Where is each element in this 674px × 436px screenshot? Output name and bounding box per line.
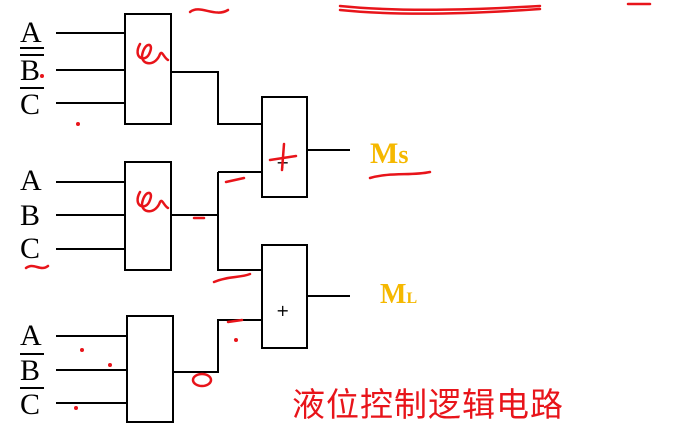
ink-dot-2 <box>76 122 80 126</box>
ink-and-symbol-1 <box>136 42 170 65</box>
output-ml-sub: L <box>406 290 417 307</box>
input-group-2: A B C <box>20 164 125 265</box>
ink-circle <box>191 372 213 388</box>
input-b-2: B <box>20 199 40 232</box>
or-symbol-ml: + <box>276 301 289 320</box>
ink-tick-2 <box>212 272 252 284</box>
diagram-caption: 液位控制逻辑电路 <box>292 385 564 424</box>
ink-dot-3 <box>80 348 84 352</box>
ink-dot-6 <box>234 338 238 342</box>
input-c-2: C <box>20 232 40 265</box>
input-group-1: A B C <box>20 16 125 121</box>
ink-underline-ms <box>368 170 432 180</box>
output-ms-sub: s <box>398 140 408 169</box>
ink-dot-4 <box>108 363 112 367</box>
input-c-bar-3: C <box>20 388 40 421</box>
ink-squiggle-c2 <box>24 264 50 270</box>
wire-g3-to-or2 <box>173 319 262 373</box>
ink-tick-3 <box>226 318 244 324</box>
output-label-ml: ML <box>380 279 417 310</box>
ink-dot-1 <box>40 74 44 78</box>
or-gate-ml <box>261 244 308 349</box>
input-group-3: A B C <box>20 319 127 421</box>
input-c-bar-1: C <box>20 88 40 121</box>
wire-g1-to-or1 <box>171 71 262 125</box>
inter-gate-wiring <box>171 71 262 373</box>
input-a-3: A <box>20 319 42 352</box>
and-gate-1 <box>124 13 172 125</box>
ink-tick-1 <box>224 176 246 184</box>
output-ml-main: M <box>380 279 406 310</box>
input-a-2: A <box>20 164 42 197</box>
output-ms-main: M <box>370 137 398 170</box>
and-gate-3 <box>126 315 174 423</box>
input-b-bar-1: B <box>20 54 40 87</box>
and-gate-2 <box>124 161 172 271</box>
output-label-ms: Ms <box>370 137 408 170</box>
input-b-bar-3: B <box>20 354 40 387</box>
ink-top-line <box>338 4 542 12</box>
ink-or-plus-v <box>280 142 286 172</box>
ink-top-left <box>188 8 230 14</box>
handwritten-annotations <box>24 2 652 410</box>
wire-g2-to-or2 <box>217 172 262 271</box>
ink-and-symbol-2 <box>136 190 170 213</box>
ink-dot-5 <box>74 406 78 410</box>
ink-top-line-2 <box>338 7 542 15</box>
input-a-1: A <box>20 16 42 49</box>
